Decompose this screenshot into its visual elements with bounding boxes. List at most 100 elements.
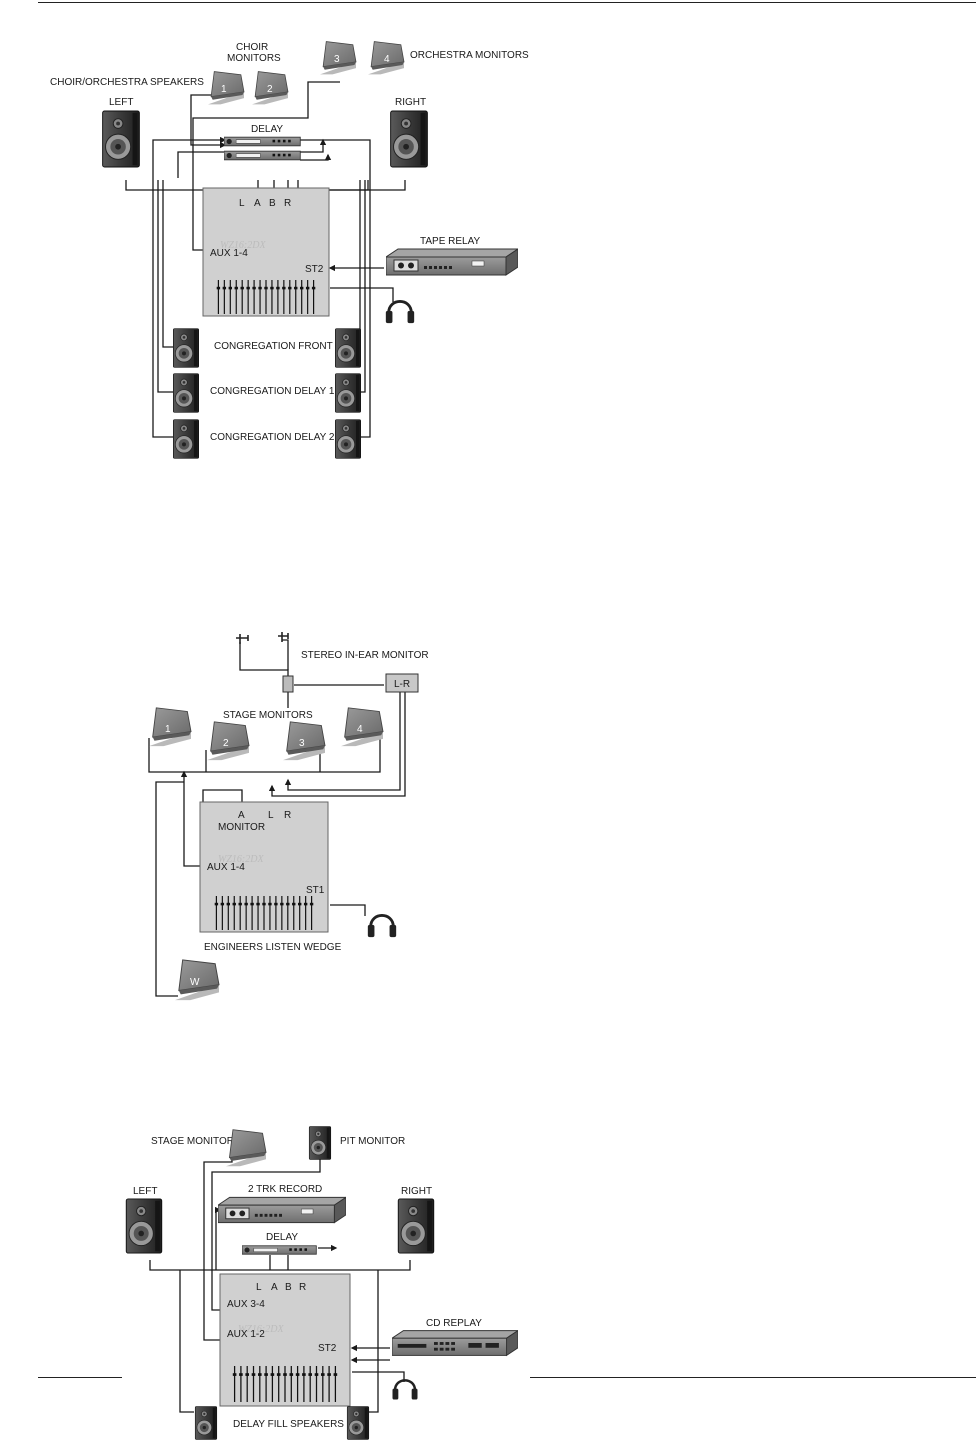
headphones-icon xyxy=(391,1379,419,1401)
wedge-number-2: 2 xyxy=(267,84,273,95)
cd-replay-deck xyxy=(392,1330,518,1356)
svg-text:2: 2 xyxy=(223,738,229,749)
engineers-wedge-label: ENGINEERS LISTEN WEDGE xyxy=(204,942,342,953)
two-trk-record-label: 2 TRK RECORD xyxy=(248,1184,322,1195)
aux34-label: AUX 3-4 xyxy=(227,1299,265,1310)
mixer-logo: WZ16:2DX xyxy=(238,1324,284,1335)
out-label-a: A xyxy=(254,198,261,209)
right-label: RIGHT xyxy=(395,97,426,108)
delay-fill-left-speaker xyxy=(194,1406,218,1440)
footer-rule-right xyxy=(530,1377,976,1378)
stage-monitors-label: STAGE MONITORS xyxy=(223,710,313,721)
a-label: A xyxy=(238,810,245,821)
st1-label: ST1 xyxy=(306,885,325,896)
lr-box xyxy=(385,673,419,693)
svg-text:W: W xyxy=(190,977,200,988)
choir-monitor-1: 1 xyxy=(207,71,245,105)
r-label: R xyxy=(284,810,291,821)
congregation-delay1-right-speaker xyxy=(334,373,362,413)
mixer: WZ16:2DX L A B R AUX 3-4 AUX 1-2 ST2 xyxy=(219,1273,351,1407)
stereo-in-ear-label: STEREO IN-EAR MONITOR xyxy=(301,650,429,661)
lr-box-label: L-R xyxy=(394,679,410,690)
congregation-delay1-left-speaker xyxy=(172,373,200,413)
choir-orchestra-speakers-label: CHOIR/ORCHESTRA SPEAKERS xyxy=(50,77,204,88)
wedge-number-4: 4 xyxy=(384,54,390,65)
wiring xyxy=(149,1150,411,1413)
headphones-icon xyxy=(384,299,416,325)
congregation-delay-1-label: CONGREGATION DELAY 1 xyxy=(210,386,335,397)
stage-monitor-wedge xyxy=(225,1129,267,1167)
delay-fill-speakers-label: DELAY FILL SPEAKERS xyxy=(233,1419,344,1430)
theatre-setup-diagram: STAGE MONITOR PIT MONITOR LEFT RIGHT 2 T… xyxy=(125,1126,518,1440)
svg-text:4: 4 xyxy=(357,724,363,735)
top-rule xyxy=(38,2,976,3)
l-label: L xyxy=(268,810,274,821)
monitor-label: MONITOR xyxy=(218,822,265,833)
orchestra-monitor-4: 4 xyxy=(367,41,405,75)
choir-monitor-2: 2 xyxy=(251,71,289,105)
out-label-a: A xyxy=(271,1282,278,1293)
stage-monitor-2: 2 xyxy=(206,721,250,761)
mixer: WZ16:2DX A L R MONITOR AUX 1-4 ST1 xyxy=(199,801,329,933)
stage-monitor-3: 3 xyxy=(282,721,326,761)
st2-label: ST2 xyxy=(318,1343,337,1354)
svg-text:3: 3 xyxy=(299,738,305,749)
st2-label: ST2 xyxy=(305,264,324,275)
delay-unit-1 xyxy=(224,136,301,147)
congregation-front-label: CONGREGATION FRONT xyxy=(214,341,333,352)
monitor-setup-diagram: STEREO IN-EAR MONITOR L-R STAGE MONITORS… xyxy=(148,632,429,1001)
orchestra-monitors-label: ORCHESTRA MONITORS xyxy=(410,50,529,61)
wiring xyxy=(148,639,406,997)
out-label-b: B xyxy=(269,198,276,209)
right-speaker xyxy=(397,1198,435,1254)
left-label: LEFT xyxy=(133,1186,157,1197)
pit-monitor-speaker xyxy=(308,1126,332,1160)
tape-relay-label: TAPE RELAY xyxy=(420,236,481,247)
right-label: RIGHT xyxy=(401,1186,432,1197)
orchestra-monitor-3: 3 xyxy=(319,41,357,75)
aux12-label: AUX 1-2 xyxy=(227,1329,265,1340)
delay-fill-right-speaker xyxy=(346,1406,370,1440)
in-ear-plugs xyxy=(236,632,289,644)
svg-text:1: 1 xyxy=(165,724,171,735)
wedge-number-3: 3 xyxy=(334,54,340,65)
in-ear-pack xyxy=(282,675,294,693)
tape-relay-deck xyxy=(386,248,518,276)
engineers-wedge: W xyxy=(174,959,220,1001)
stage-monitor-4: 4 xyxy=(340,707,384,747)
delay-unit xyxy=(242,1245,317,1255)
two-trk-record-deck xyxy=(218,1196,346,1224)
congregation-front-left-speaker xyxy=(172,328,200,368)
left-label: LEFT xyxy=(109,97,133,108)
out-label-l: L xyxy=(256,1282,262,1293)
mixer-logo: WZ16:2DX xyxy=(220,240,266,251)
aux-label: AUX 1-4 xyxy=(207,862,245,873)
left-speaker xyxy=(125,1198,163,1254)
delay-label: DELAY xyxy=(266,1232,298,1243)
congregation-front-right-speaker xyxy=(334,328,362,368)
aux-label: AUX 1-4 xyxy=(210,248,248,259)
out-label-r: R xyxy=(299,1282,306,1293)
wedge-number-1: 1 xyxy=(221,84,227,95)
stage-monitor-label: STAGE MONITOR xyxy=(151,1136,234,1147)
congregation-delay2-right-speaker xyxy=(334,419,362,459)
wiring xyxy=(125,81,406,438)
mixer: WZ16:2DX L A B R AUX 1-4 ST2 xyxy=(202,187,330,317)
delay-unit-2 xyxy=(224,150,301,161)
mixer-logo: WZ16:2DX xyxy=(218,854,264,865)
congregation-delay2-left-speaker xyxy=(172,419,200,459)
delay-label: DELAY xyxy=(251,124,283,135)
left-speaker xyxy=(102,110,140,168)
footer-rule-left xyxy=(38,1377,122,1378)
out-label-r: R xyxy=(284,198,291,209)
out-label-l: L xyxy=(239,198,245,209)
cd-replay-label: CD REPLAY xyxy=(426,1318,482,1329)
stage-monitor-1: 1 xyxy=(148,707,192,747)
headphones-icon xyxy=(366,913,398,939)
right-speaker xyxy=(390,110,428,168)
pit-monitor-label: PIT MONITOR xyxy=(340,1136,405,1147)
congregation-delay-2-label: CONGREGATION DELAY 2 xyxy=(210,432,335,443)
out-label-b: B xyxy=(285,1282,292,1293)
